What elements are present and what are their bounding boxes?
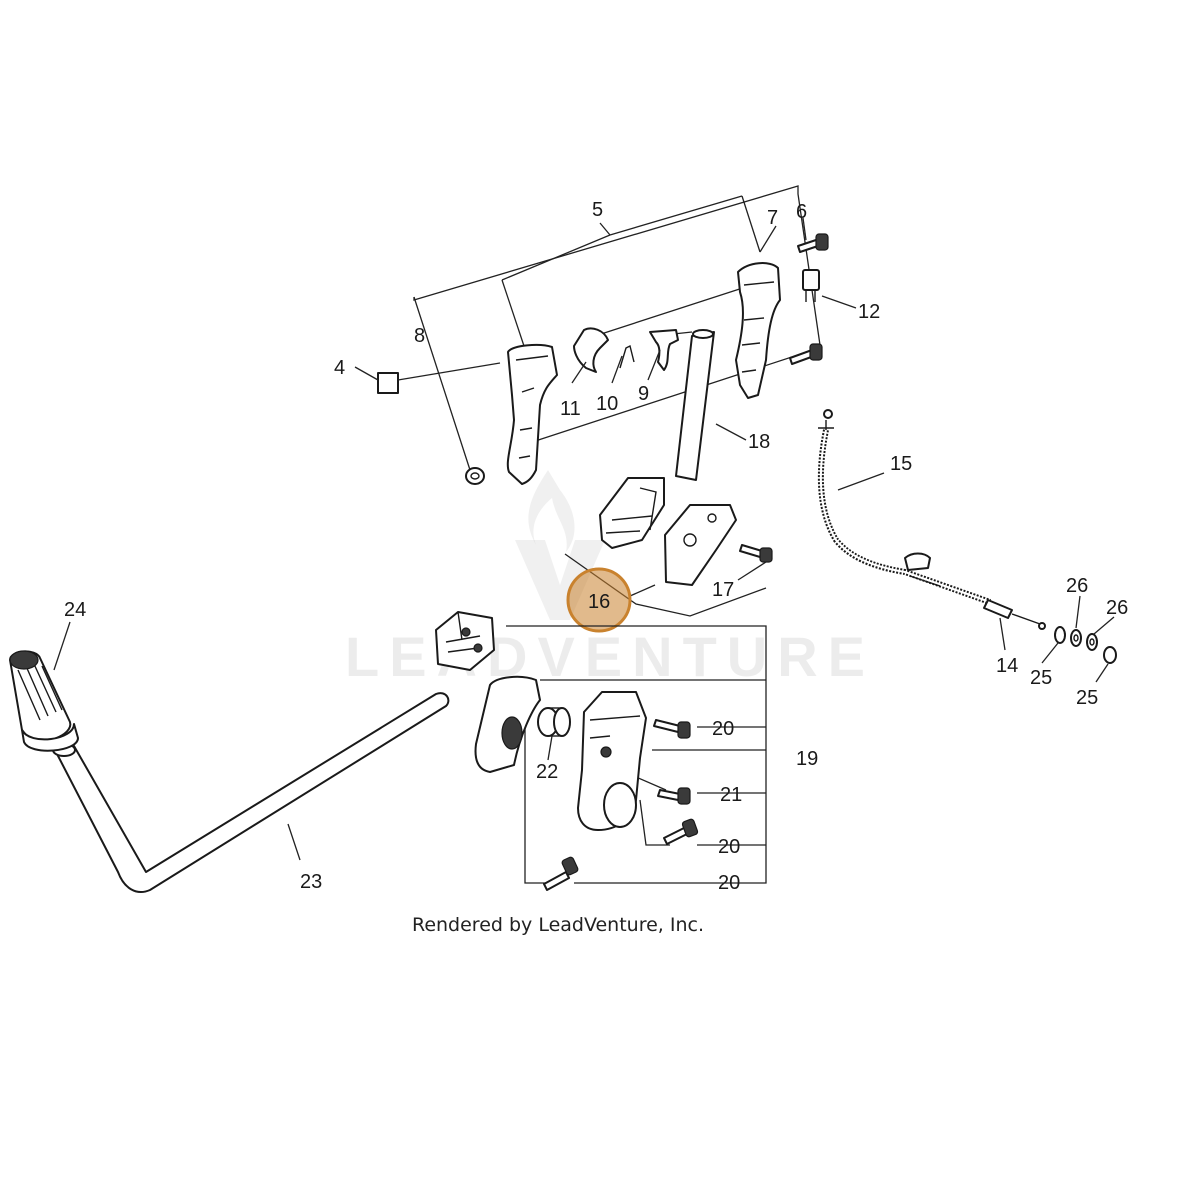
screw-top — [797, 233, 829, 253]
highlight-ring — [566, 567, 632, 633]
callout-15: 15 — [890, 453, 912, 475]
handle-left-half — [506, 343, 558, 485]
callout-8: 8 — [414, 325, 425, 347]
clamp-plate-upper — [599, 477, 665, 549]
rubber-grip — [9, 650, 79, 752]
screw-20a — [653, 719, 691, 739]
callout-12: 12 — [858, 301, 880, 323]
callout-20-top: 20 — [712, 718, 734, 740]
stop-switch — [802, 269, 820, 302]
caption: Rendered by LeadVenture, Inc. — [0, 914, 1200, 936]
handle-right-half — [735, 262, 781, 399]
clamp-plate-lower — [664, 504, 737, 586]
callout-26-right: 26 — [1106, 597, 1128, 619]
callout-24: 24 — [64, 599, 86, 621]
leader-lines — [53, 195, 1115, 861]
screw-lower — [789, 343, 823, 365]
callout-19: 19 — [796, 748, 818, 770]
loop-handle-bar — [55, 692, 450, 893]
callout-25-left: 25 — [1030, 667, 1052, 689]
nut — [465, 467, 485, 485]
screw-20c — [543, 856, 579, 891]
callout-7: 7 — [767, 207, 778, 229]
washer-1 — [1070, 629, 1082, 647]
clamp-screw — [739, 544, 773, 563]
callout-4: 4 — [334, 357, 345, 379]
callout-9: 9 — [638, 383, 649, 405]
spacer — [537, 707, 571, 737]
nut-2 — [1103, 646, 1117, 664]
watermark-v-icon — [515, 540, 605, 620]
callout-5: 5 — [592, 199, 603, 221]
washer-2 — [1086, 633, 1098, 651]
lower-clamp-assembly — [435, 611, 767, 891]
watermark-text: LEADVENTURE — [345, 625, 875, 688]
callout-20-mid: 20 — [718, 836, 740, 858]
middle-mount-assembly — [564, 477, 773, 617]
upper-handle-assembly — [377, 185, 829, 485]
throttle-cable-assembly — [817, 409, 1117, 664]
callout-17: 17 — [712, 579, 734, 601]
callout-11: 11 — [560, 398, 581, 420]
screw-20b — [663, 818, 699, 845]
callout-14: 14 — [996, 655, 1018, 677]
callout-25-right: 25 — [1076, 687, 1098, 709]
callout-22: 22 — [536, 761, 558, 783]
callout-26-left: 26 — [1066, 575, 1088, 597]
spring — [619, 344, 635, 369]
callout-10: 10 — [596, 393, 618, 415]
callout-labels: 4 5 6 7 8 9 10 11 12 14 15 16 17 18 19 2… — [64, 199, 1128, 894]
callout-16: 16 — [588, 591, 610, 613]
callout-23: 23 — [300, 871, 322, 893]
handle-bar-assembly — [9, 650, 450, 893]
caption-text: Rendered by LeadVenture, Inc. — [411, 914, 705, 936]
shaft — [675, 331, 715, 481]
nut-1 — [1054, 626, 1066, 644]
throttle-lever — [649, 329, 679, 371]
callout-6: 6 — [796, 201, 807, 223]
callout-21: 21 — [720, 784, 742, 806]
screw-21 — [657, 787, 691, 805]
watermark: LEADVENTURE — [345, 470, 875, 688]
callout-20-bottom: 20 — [718, 872, 740, 894]
part-square — [377, 372, 399, 394]
watermark-flame-icon — [528, 470, 575, 552]
callout-18: 18 — [748, 431, 770, 453]
trigger-lever — [573, 327, 609, 373]
